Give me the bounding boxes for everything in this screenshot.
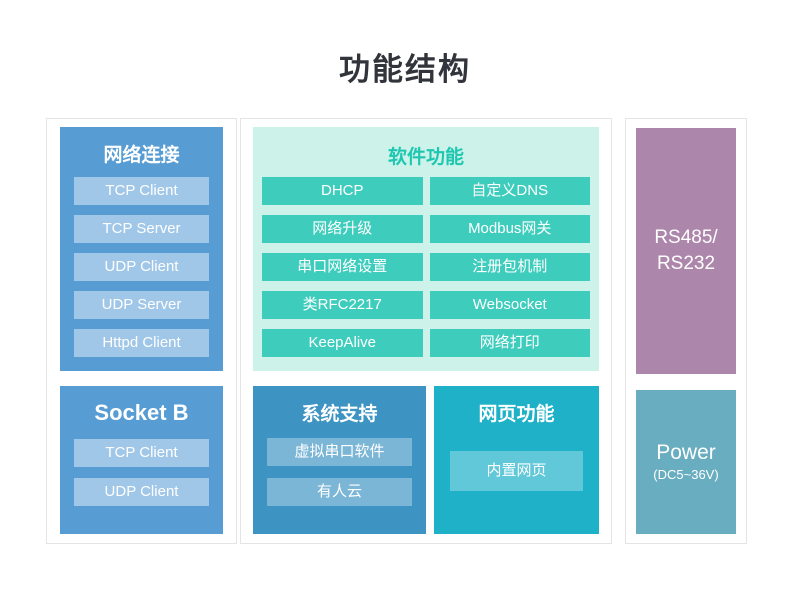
power-voltage-label: (DC5~36V) bbox=[653, 466, 719, 482]
socket-b-title: Socket B bbox=[94, 400, 189, 425]
system-support-block: 系统支持 虚拟串口软件 有人云 bbox=[253, 386, 426, 534]
hardware-interface-card: RS485/ RS232 Power (DC5~36V) bbox=[625, 118, 747, 544]
software-item-modbus-gateway: Modbus网关 bbox=[429, 215, 590, 243]
network-connection-card: 网络连接 TCP Client TCP Server UDP Client UD… bbox=[46, 118, 237, 544]
software-item-network-print: 网络打印 bbox=[429, 329, 590, 357]
software-functions-title: 软件功能 bbox=[387, 147, 464, 168]
system-support-title: 系统支持 bbox=[301, 404, 378, 425]
software-functions-block: 软件功能 DHCP 自定义DNS 网络升级 Modbus网关 串口网络设置 注册… bbox=[253, 127, 599, 371]
network-item-tcp-server: TCP Server bbox=[74, 215, 209, 243]
software-functions-grid: DHCP 自定义DNS 网络升级 Modbus网关 串口网络设置 注册包机制 类… bbox=[262, 177, 590, 357]
software-item-custom-dns: 自定义DNS bbox=[429, 177, 590, 205]
software-item-keepalive: KeepAlive bbox=[262, 329, 423, 357]
socket-b-item-udp-client: UDP Client bbox=[74, 478, 209, 506]
network-item-udp-client: UDP Client bbox=[74, 253, 209, 281]
power-block: Power (DC5~36V) bbox=[636, 390, 736, 534]
power-label: Power bbox=[656, 441, 716, 465]
rs485-label: RS485/ bbox=[654, 227, 718, 249]
system-item-usr-cloud: 有人云 bbox=[267, 478, 412, 506]
socket-b-block: Socket B TCP Client UDP Client bbox=[60, 386, 223, 534]
software-functions-card: 软件功能 DHCP 自定义DNS 网络升级 Modbus网关 串口网络设置 注册… bbox=[240, 118, 612, 544]
web-functions-title: 网页功能 bbox=[478, 404, 555, 425]
rs232-label: RS232 bbox=[656, 253, 716, 274]
socket-b-item-tcp-client: TCP Client bbox=[74, 439, 209, 467]
page-title: 功能结构 bbox=[339, 52, 471, 87]
system-item-virtual-serial-software: 虚拟串口软件 bbox=[267, 438, 412, 466]
software-item-rfc2217: 类RFC2217 bbox=[262, 291, 423, 319]
rs485-rs232-block: RS485/ RS232 bbox=[636, 128, 736, 374]
network-item-udp-server: UDP Server bbox=[74, 291, 209, 319]
software-item-dhcp: DHCP bbox=[262, 177, 423, 205]
software-item-websocket: Websocket bbox=[429, 291, 590, 319]
web-item-builtin-webpage: 内置网页 bbox=[450, 451, 583, 491]
software-item-serial-network-setup: 串口网络设置 bbox=[262, 253, 423, 281]
network-connection-title: 网络连接 bbox=[103, 145, 180, 166]
software-item-registration-packet: 注册包机制 bbox=[429, 253, 590, 281]
middle-bottom-row: 系统支持 虚拟串口软件 有人云 网页功能 内置网页 bbox=[253, 386, 599, 534]
software-item-network-upgrade: 网络升级 bbox=[262, 215, 423, 243]
network-item-httpd-client: Httpd Client bbox=[74, 329, 209, 357]
network-item-tcp-client: TCP Client bbox=[74, 177, 209, 205]
network-connection-block: 网络连接 TCP Client TCP Server UDP Client UD… bbox=[60, 127, 223, 371]
web-functions-block: 网页功能 内置网页 bbox=[434, 386, 599, 534]
